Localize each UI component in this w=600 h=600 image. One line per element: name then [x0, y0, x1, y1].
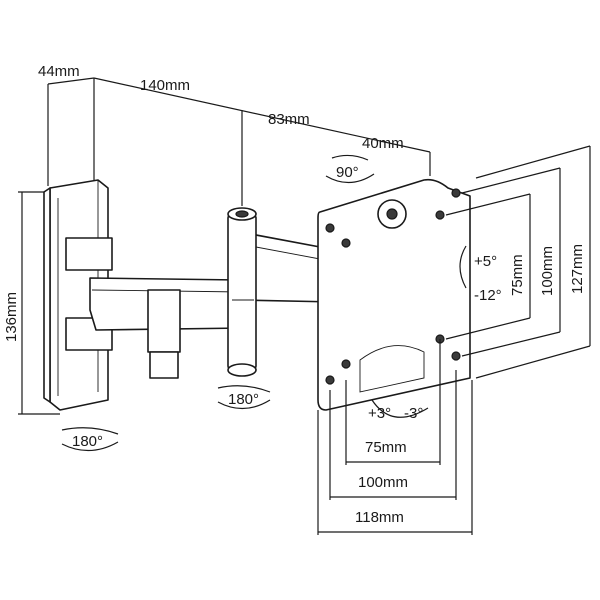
- rotate-pos-angle: +3°: [368, 405, 391, 422]
- swivel-head-arc-bottom: [325, 173, 375, 184]
- vesa-h-outer-label: 100mm: [358, 474, 408, 491]
- wall-height-label: 136mm: [3, 292, 20, 342]
- dimension-lines: [18, 77, 591, 535]
- arm2-length-label: 83mm: [268, 111, 310, 128]
- rotation-arcs: [61, 154, 467, 452]
- rotate-neg-angle: -3°: [404, 405, 423, 422]
- vesa-h-inner-label: 75mm: [365, 439, 407, 456]
- swivel-arm-angle: 180°: [228, 391, 259, 408]
- swivel-head-angle: 90°: [336, 164, 359, 181]
- arm1-length-label: 140mm: [140, 77, 190, 94]
- tilt-up-angle: +5°: [474, 253, 497, 270]
- plate-height-label: 127mm: [569, 244, 586, 294]
- vesa-v-outer-label: 100mm: [539, 246, 556, 296]
- vesa-v-inner-label: 75mm: [509, 254, 526, 296]
- tilt-down-angle: -12°: [474, 287, 502, 304]
- swivel-wall-angle: 180°: [72, 433, 103, 450]
- wall-depth-label: 44mm: [38, 63, 80, 80]
- swivel-head-arc-top: [331, 154, 369, 161]
- first-arm: [89, 277, 247, 379]
- plate-width-label: 118mm: [355, 509, 404, 526]
- head-length-label: 40mm: [362, 135, 404, 152]
- vesa-plate: [317, 178, 471, 411]
